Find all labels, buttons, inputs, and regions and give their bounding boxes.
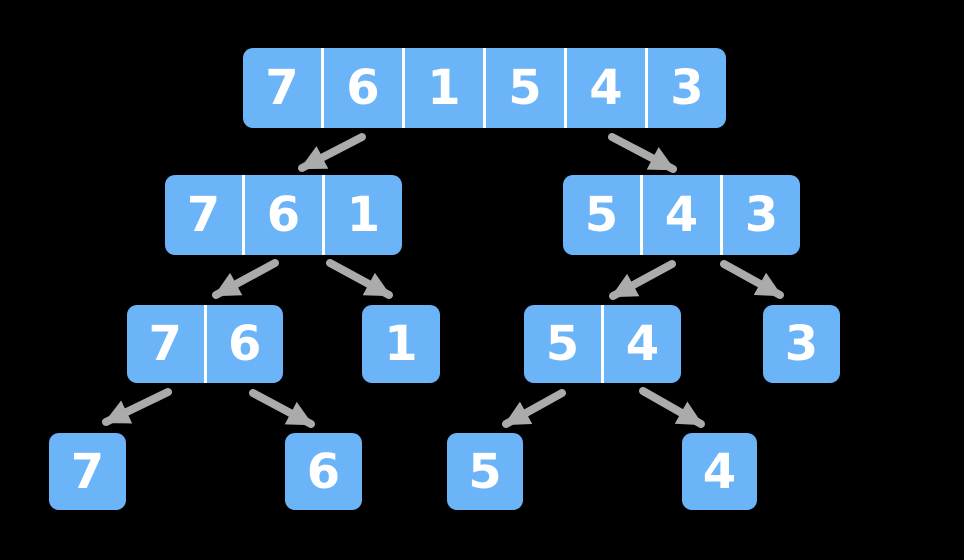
array-node-4: 4 [682,433,757,510]
array-cell: 7 [70,443,105,500]
split-arrow-root-right [608,133,677,173]
array-cell: 6 [306,443,341,500]
array-cell: 3 [720,175,800,255]
split-arrow-761-right [326,259,393,299]
split-arrow-root-left [298,133,366,172]
array-node-7: 7 [49,433,126,510]
array-cell: 4 [601,305,681,383]
array-node-761543: 7 6 1 5 4 3 [243,48,726,128]
split-arrow-54-right [639,387,705,428]
array-cell: 7 [265,60,299,116]
array-node-54: 5 4 [524,305,681,383]
split-arrow-54-left [502,389,566,428]
array-cell: 7 [186,187,221,243]
array-cell: 5 [584,187,619,243]
array-cell: 4 [640,175,720,255]
array-node-6: 6 [285,433,362,510]
array-cell: 6 [203,305,284,383]
array-cell: 5 [483,48,564,128]
array-cell: 3 [784,316,819,372]
array-cell: 1 [384,316,418,372]
split-arrow-761-left [212,259,279,299]
array-cell: 5 [468,443,502,500]
split-arrow-543-right [720,260,784,299]
array-cell: 6 [321,48,402,128]
split-arrow-543-left [609,260,676,300]
array-node-761: 7 6 1 [165,175,402,255]
array-cell: 5 [545,316,580,372]
array-node-1: 1 [362,305,440,383]
array-cell: 6 [242,175,322,255]
array-cell: 1 [322,175,402,255]
array-node-543: 5 4 3 [563,175,800,255]
array-cell: 1 [402,48,483,128]
array-node-3: 3 [763,305,840,383]
array-cell: 4 [702,443,737,500]
split-arrow-76-right [249,389,315,428]
array-node-76: 7 6 [127,305,283,383]
array-cell: 7 [148,316,182,372]
split-arrow-76-left [102,388,172,426]
array-node-5: 5 [447,433,523,510]
array-cell: 3 [645,48,726,128]
array-cell: 4 [564,48,645,128]
